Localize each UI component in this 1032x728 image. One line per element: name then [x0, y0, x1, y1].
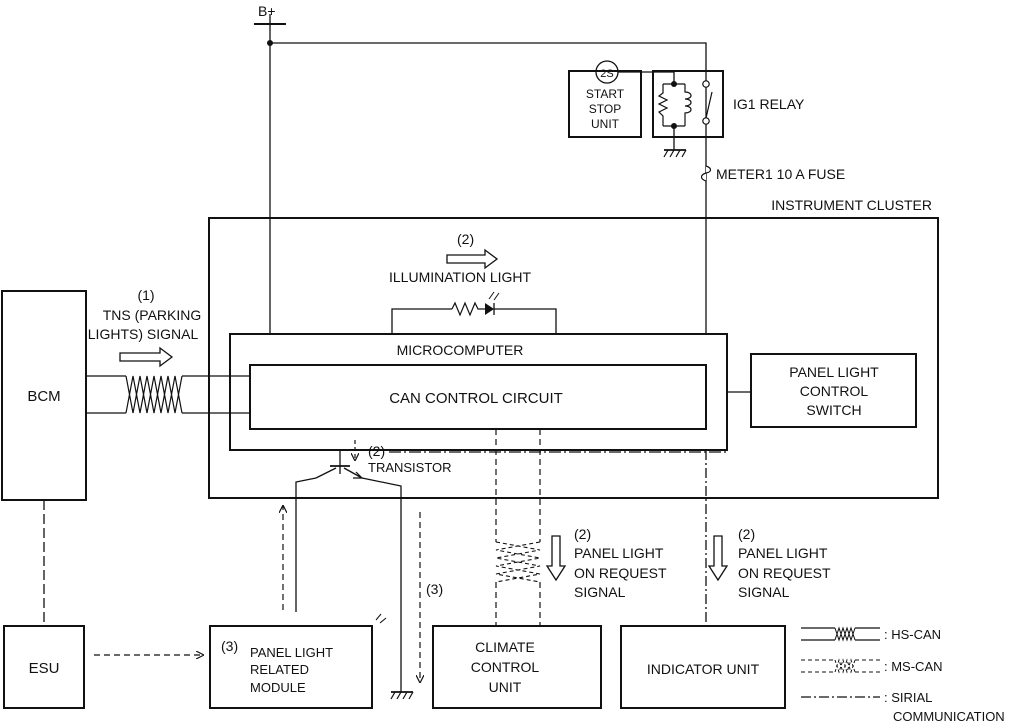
tns-arrow-icon: [119, 346, 174, 368]
climate-request-label-3: SIGNAL: [574, 584, 626, 600]
transistor-step: (2): [368, 443, 385, 459]
instrument-cluster-title: INSTRUMENT CLUSTER: [771, 197, 932, 213]
microcomputer-label: MICROCOMPUTER: [397, 342, 524, 358]
start-stop-label-1: START: [586, 87, 625, 101]
esu-label: ESU: [29, 660, 60, 677]
module-ground-icon: [390, 691, 414, 700]
legend-ms-can-label: : MS-CAN: [884, 659, 943, 674]
relay-contact-bottom: [702, 117, 710, 125]
fuse-icon: [700, 165, 712, 182]
panel-module-label-2: RELATED: [250, 662, 309, 677]
can-control-circuit-box: [249, 364, 707, 430]
ig1-relay-box: [652, 70, 724, 138]
hs-can-twist-a-icon: [125, 375, 183, 414]
ground-step: (3): [426, 581, 443, 597]
ig-feed-wire: [270, 42, 707, 334]
relay-resistor-icon: [657, 84, 669, 126]
climate-request-label-2: ON REQUEST: [574, 565, 667, 581]
b-plus-label: B+: [258, 3, 276, 19]
climate-request-label-1: PANEL LIGHT: [574, 545, 664, 561]
bcm-label: BCM: [27, 388, 60, 405]
panel-switch-label-3: SWITCH: [806, 402, 861, 418]
indicator-request-arrow-icon: [707, 535, 729, 582]
ground-wire: [361, 477, 402, 692]
tns-label-2: LIGHTS) SIGNAL: [88, 326, 199, 342]
panel-switch-label-2: CONTROL: [800, 383, 869, 399]
legend-ms-can-icon: [801, 658, 880, 674]
indicator-unit-label: INDICATOR UNIT: [647, 661, 760, 677]
ms-can-twist-b-icon: [495, 541, 541, 583]
esu-box: [3, 625, 85, 709]
module-light-icon: [375, 613, 387, 624]
relay-coil-icon: [684, 84, 692, 126]
indicator-request-label-1: PANEL LIGHT: [738, 545, 828, 561]
fuse-label: METER1 10 A FUSE: [716, 166, 845, 182]
hs-can-twist-b-icon: [125, 375, 183, 414]
module-feed-wire: [295, 477, 317, 612]
relay-label: IG1 RELAY: [733, 96, 805, 112]
start-stop-badge: 2S: [600, 68, 613, 80]
tns-label-1: TNS (PARKING: [103, 307, 202, 323]
relay-contact-top: [702, 80, 710, 88]
climate-label-3: UNIT: [489, 679, 522, 695]
panel-module-step: (3): [221, 638, 238, 654]
climate-label-2: CONTROL: [471, 659, 540, 675]
start-stop-unit-box: [568, 70, 642, 138]
illumination-arrow-icon: [446, 248, 499, 270]
illumination-step: (2): [457, 231, 474, 247]
relay-switch-icon: [705, 91, 713, 119]
instrument-cluster-box: [208, 217, 939, 499]
panel-light-module-box: [209, 625, 373, 709]
climate-label-1: CLIMATE: [475, 639, 535, 655]
panel-switch-label-1: PANEL LIGHT: [789, 364, 879, 380]
illumination-wire-right: [494, 308, 557, 334]
indicator-request-label-3: SIGNAL: [738, 584, 790, 600]
legend-serial-label-2: COMMUNICATION: [893, 709, 1005, 724]
indicator-request-label-2: ON REQUEST: [738, 565, 831, 581]
climate-request-arrow-icon: [545, 535, 567, 582]
start-stop-to-relay-wire: [618, 71, 675, 84]
legend-hs-can-icon: [801, 626, 880, 642]
illumination-led-icon: [482, 291, 500, 315]
start-stop-label-3: UNIT: [591, 117, 620, 131]
transistor-emitter: [343, 467, 363, 479]
panel-module-label-3: MODULE: [250, 680, 306, 695]
panel-light-control-switch-box: [750, 353, 917, 428]
transistor-collector: [315, 467, 337, 479]
illumination-resistor-icon: [451, 301, 482, 317]
illumination-label: ILLUMINATION LIGHT: [389, 269, 532, 285]
indicator-unit-box: [620, 625, 786, 709]
climate-request-step: (2): [574, 526, 591, 542]
legend-serial-label-1: : SIRIAL: [884, 690, 932, 705]
climate-control-unit-box: [432, 625, 602, 709]
panel-module-label-1: PANEL LIGHT: [250, 645, 333, 660]
indicator-request-step: (2): [738, 526, 755, 542]
tns-step: (1): [137, 287, 154, 303]
transistor-label: TRANSISTOR: [368, 460, 452, 475]
illumination-wire-left: [391, 308, 452, 334]
legend-hs-can-label: : HS-CAN: [884, 627, 941, 642]
start-stop-label-2: STOP: [589, 102, 621, 116]
can-control-circuit-label: CAN CONTROL CIRCUIT: [389, 390, 563, 407]
relay-ground-icon: [663, 149, 687, 158]
ms-can-twist-a-icon: [495, 541, 541, 583]
